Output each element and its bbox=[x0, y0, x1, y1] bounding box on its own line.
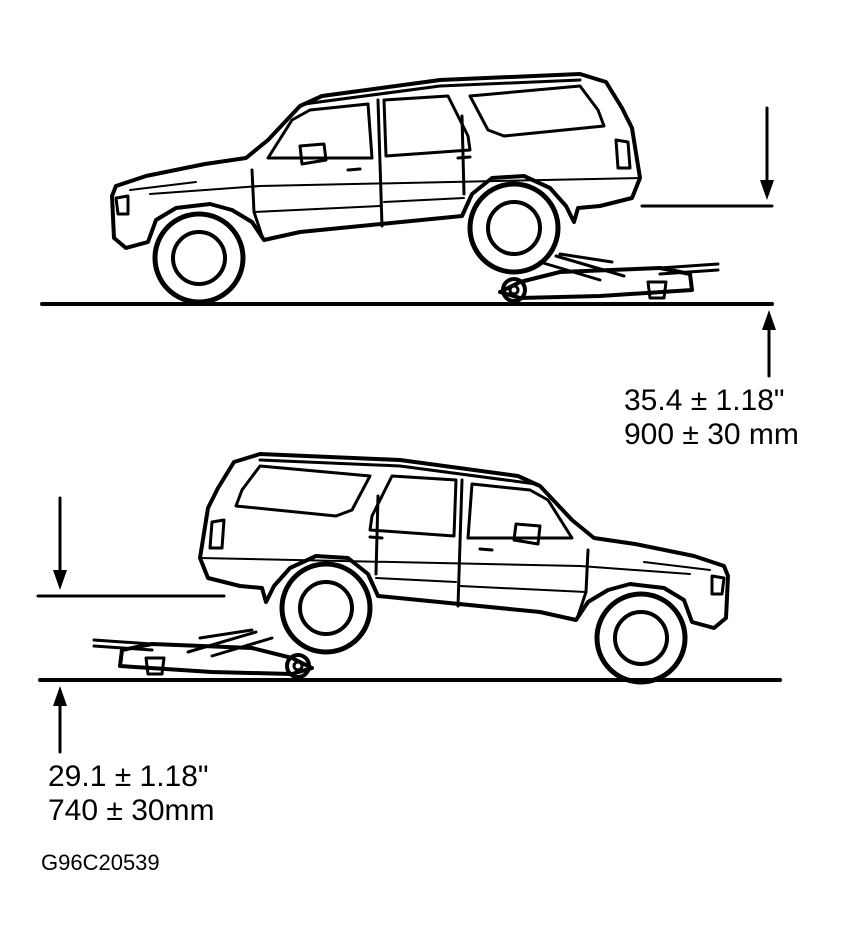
bottom-vehicle bbox=[200, 454, 728, 682]
figure-id: G96C20539 bbox=[41, 850, 160, 875]
top-measurement-mm: 900 ± 30 mm bbox=[624, 418, 799, 451]
top-up-arrow bbox=[762, 310, 776, 378]
bottom-up-arrow bbox=[53, 686, 67, 754]
top-down-arrow bbox=[760, 106, 774, 200]
bottom-measurement-mm: 740 ± 30mm bbox=[48, 794, 215, 827]
top-floor-jack bbox=[498, 252, 720, 303]
bottom-measurement-inches: 29.1 ± 1.18" bbox=[48, 760, 209, 793]
bottom-down-arrow bbox=[53, 496, 67, 590]
bottom-floor-jack bbox=[92, 628, 314, 679]
top-measurement-inches: 35.4 ± 1.18" bbox=[624, 384, 785, 417]
